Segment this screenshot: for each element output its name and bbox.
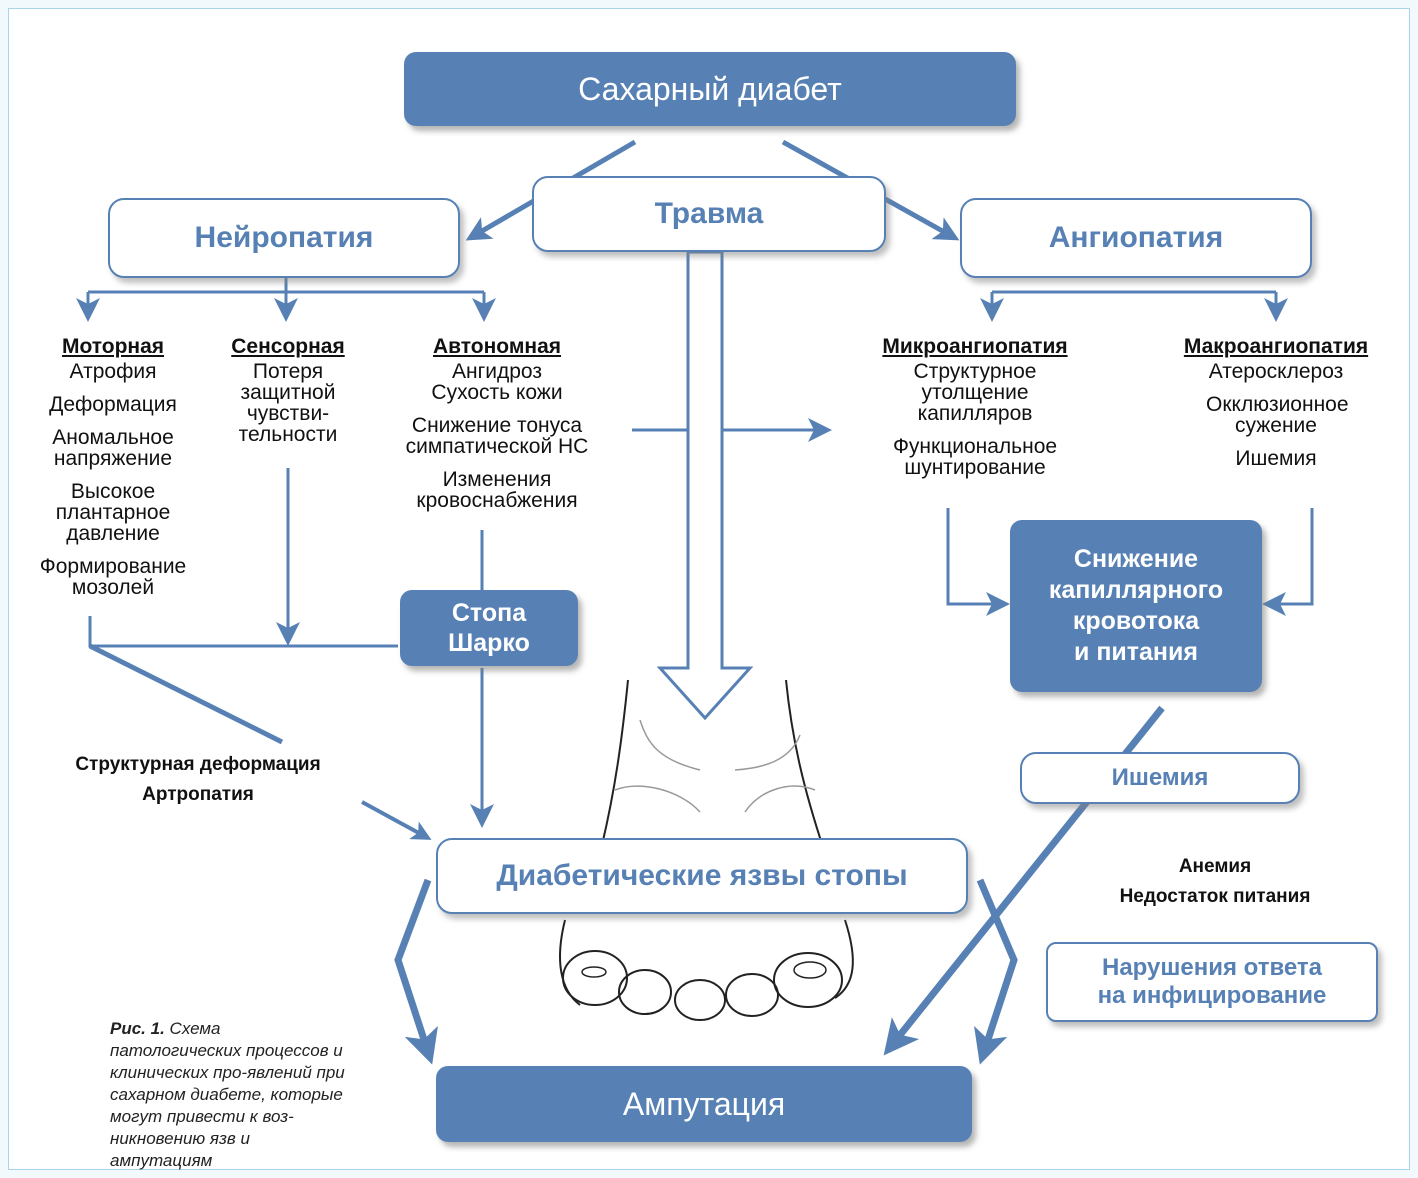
node-amputation-label: Ампутация <box>622 1085 786 1122</box>
motor-item: Аномальное напряжение <box>52 426 174 470</box>
foot-illustration <box>559 679 854 1021</box>
micro-item: Функциональное шунтирование <box>892 435 1058 479</box>
macro-column: Макроангиопатия Атеросклероз Окклюзионно… <box>1170 336 1382 481</box>
neuropathy-branches <box>76 278 496 322</box>
macro-item: Окклюзионное сужение <box>1206 393 1349 437</box>
node-angiopathy-label: Ангиопатия <box>1048 221 1224 254</box>
note-anemia-line: Недостаток питания <box>1119 886 1311 907</box>
note-anemia-line: Анемия <box>1178 856 1252 877</box>
motor-to-structural <box>88 643 284 745</box>
node-infection: Нарушения ответа на инфицирование <box>1046 942 1378 1022</box>
sensory-column: Сенсорная Потеря защитной чувстви-тельно… <box>218 336 358 457</box>
arrow-micro-capillary <box>946 508 1010 616</box>
node-angiopathy: Ангиопатия <box>960 198 1312 278</box>
node-capillary-line: и питания <box>1074 638 1198 666</box>
arrow-ulcers-amputation-right <box>974 878 1018 1065</box>
node-diabetes: Сахарный диабет <box>404 52 1016 126</box>
node-neuropathy-label: Нейропатия <box>194 221 374 254</box>
arrow-macro-capillary <box>1262 508 1314 616</box>
motor-item: Деформация <box>49 393 177 416</box>
node-trauma-label: Травма <box>654 197 764 230</box>
autonomic-item: Ангидроз Сухость кожи <box>431 360 563 404</box>
node-capillary-line: кровотока <box>1072 607 1200 635</box>
micro-column: Микроангиопатия Структурное утолщение ка… <box>870 336 1080 490</box>
sensory-title: Сенсорная <box>231 335 345 358</box>
autonomic-title: Автономная <box>432 335 562 358</box>
node-capillary-line: Снижение <box>1073 545 1199 573</box>
arrow-structural-ulcers <box>361 800 432 840</box>
node-infection-line: на инфицирование <box>1097 982 1327 1009</box>
node-ischemia: Ишемия <box>1020 752 1300 804</box>
motor-item: Атрофия <box>69 360 157 383</box>
node-diabetes-label: Сахарный диабет <box>578 70 842 107</box>
note-anemia: Анемия Недостаток питания <box>1090 852 1340 912</box>
node-ischemia-label: Ишемия <box>1111 764 1209 791</box>
autonomic-item: Снижение тонуса симпатической НС <box>405 414 589 458</box>
motor-item: Формирование мозолей <box>39 555 187 599</box>
node-amputation: Ампутация <box>436 1066 972 1142</box>
caption-text: Схема патологических процессов и клиниче… <box>110 1019 345 1170</box>
autonomic-column: Автономная Ангидроз Сухость кожи Снижени… <box>392 336 602 523</box>
node-charcot-line: Стопа <box>451 599 527 627</box>
autonomic-item: Изменения кровоснабжения <box>416 468 578 512</box>
node-charcot-line: Шарко <box>448 629 530 657</box>
node-capillary-line: капиллярного <box>1048 576 1224 604</box>
motor-column: Моторная Атрофия Деформация Аномальное н… <box>20 336 206 610</box>
node-charcot: Стопа Шарко <box>400 590 578 666</box>
node-trauma: Травма <box>532 176 886 252</box>
arrow-ulcers-amputation-left <box>394 878 438 1065</box>
arrow-trauma-ulcers <box>656 250 754 721</box>
motor-title: Моторная <box>61 335 165 358</box>
angiopathy-branches <box>980 290 1288 322</box>
motor-item: Высокое плантарное давление <box>55 480 171 545</box>
note-structural-line: Артропатия <box>142 784 254 805</box>
node-capillary: Снижение капиллярного кровотока и питани… <box>1010 520 1262 692</box>
node-ulcers: Диабетические язвы стопы <box>436 838 968 914</box>
note-structural-line: Структурная деформация <box>75 754 321 775</box>
sensory-item: Потеря защитной чувстви-тельности <box>238 360 338 446</box>
note-structural: Структурная деформация Артропатия <box>58 750 338 810</box>
caption-label: Рис. 1. <box>110 1019 165 1038</box>
macro-item: Атеросклероз <box>1208 360 1344 383</box>
macro-item: Ишемия <box>1235 447 1317 470</box>
motor-merge-line <box>88 616 398 648</box>
node-ulcers-label: Диабетические язвы стопы <box>496 859 908 892</box>
node-infection-line: Нарушения ответа <box>1101 954 1323 981</box>
figure-caption: Рис. 1. Схема патологических процессов и… <box>110 1018 355 1172</box>
micro-item: Структурное утолщение капилляров <box>913 360 1037 425</box>
micro-title: Микроангиопатия <box>882 335 1068 358</box>
node-neuropathy: Нейропатия <box>108 198 460 278</box>
macro-title: Макроангиопатия <box>1183 335 1369 358</box>
